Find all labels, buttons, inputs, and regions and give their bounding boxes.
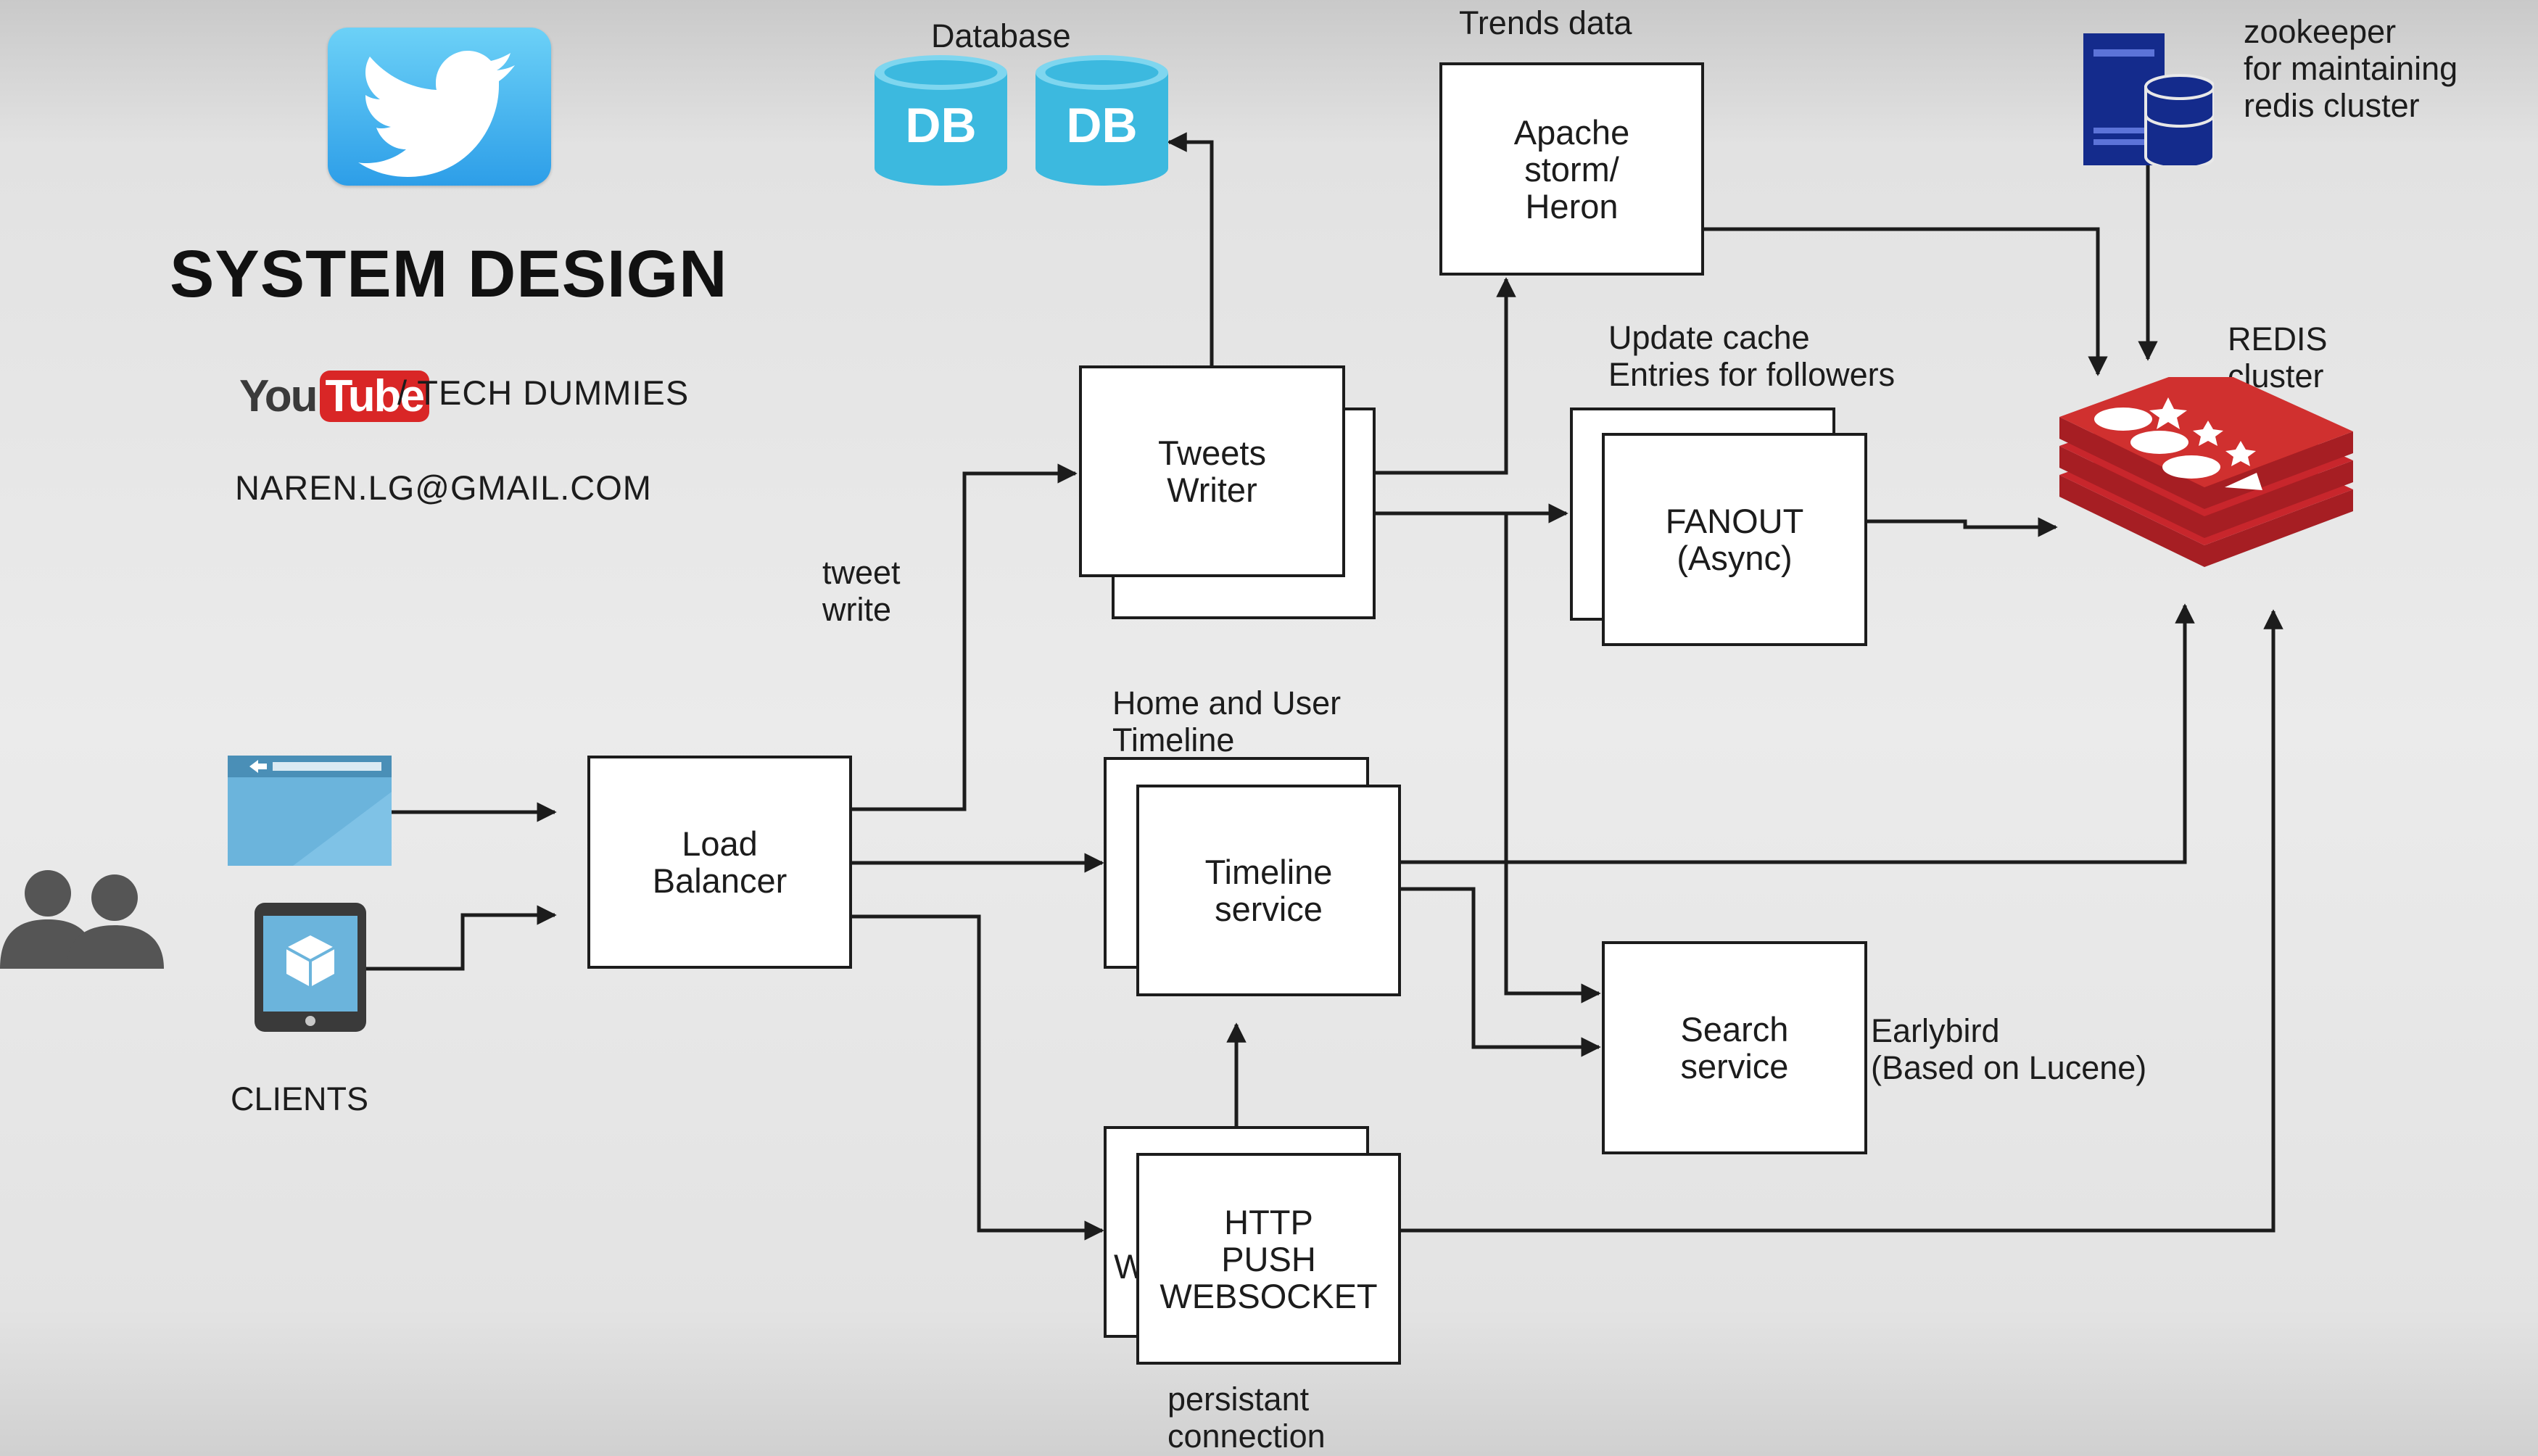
redis-logo-icon [2059, 364, 2353, 595]
search-service-box: Search service [1602, 941, 1867, 1154]
arrow-tweets-writer-to-db [1167, 132, 1214, 366]
db-icon-text: DB [905, 98, 977, 153]
arrow-fanout-to-redis [1867, 517, 2058, 537]
arrow-timeline-to-search [1401, 887, 1601, 1057]
users-icon [0, 867, 167, 969]
db-icon-text: DB [1066, 98, 1138, 153]
arrow-mobile-to-lb [366, 905, 557, 971]
database-icon: DB [875, 55, 1007, 186]
apache-storm-box: Apache storm/ Heron [1439, 62, 1704, 276]
browser-window-icon [228, 756, 392, 866]
earlybird-label: Earlybird (Based on Lucene) [1871, 1012, 2147, 1086]
load-balancer-box: Load Balancer [587, 756, 852, 969]
youtube-tube-text: Tube [319, 370, 429, 422]
twitter-bird-icon [328, 28, 551, 186]
update-cache-label: Update cache Entries for followers [1608, 319, 1896, 393]
server-icon [2083, 33, 2215, 170]
page-title: SYSTEM DESIGN [170, 237, 728, 311]
timeline-service-box: Timeline service [1136, 785, 1401, 996]
database-label: Database [931, 17, 1071, 54]
tweet-write-label: tweet write [822, 554, 901, 628]
fanout-box: FANOUT (Async) [1602, 433, 1867, 646]
arrow-tweets-writer-to-storm [1345, 277, 1516, 475]
persistent-connection-label: persistant connection [1167, 1381, 1326, 1455]
tweets-writer-box: Tweets Writer [1079, 365, 1345, 577]
arrow-tweets-writer-to-search [1504, 513, 1601, 1004]
database-icon: DB [1036, 55, 1168, 186]
arrow-http-push-to-redis [1401, 609, 2283, 1233]
channel-name: / TECH DUMMIES [397, 373, 690, 412]
trends-data-label: Trends data [1459, 4, 1632, 41]
arrow-lb-to-http-push [852, 914, 1104, 1241]
http-push-websocket-box: HTTP PUSH WEBSOCKET [1136, 1153, 1401, 1365]
arrow-storm-to-redis [1704, 227, 2108, 376]
clients-label: CLIENTS [231, 1080, 369, 1117]
arrow-timeline-to-redis [1401, 603, 2195, 864]
arrow-lb-to-tweets-writer [852, 463, 1078, 811]
zookeeper-label: zookeeper for maintaining redis cluster [2244, 13, 2458, 124]
mobile-phone-icon [255, 903, 366, 1032]
author-email: NAREN.LG@GMAIL.COM [235, 468, 652, 507]
youtube-you-text: You [239, 371, 318, 421]
home-user-timeline-label: Home and User Timeline [1112, 684, 1342, 758]
